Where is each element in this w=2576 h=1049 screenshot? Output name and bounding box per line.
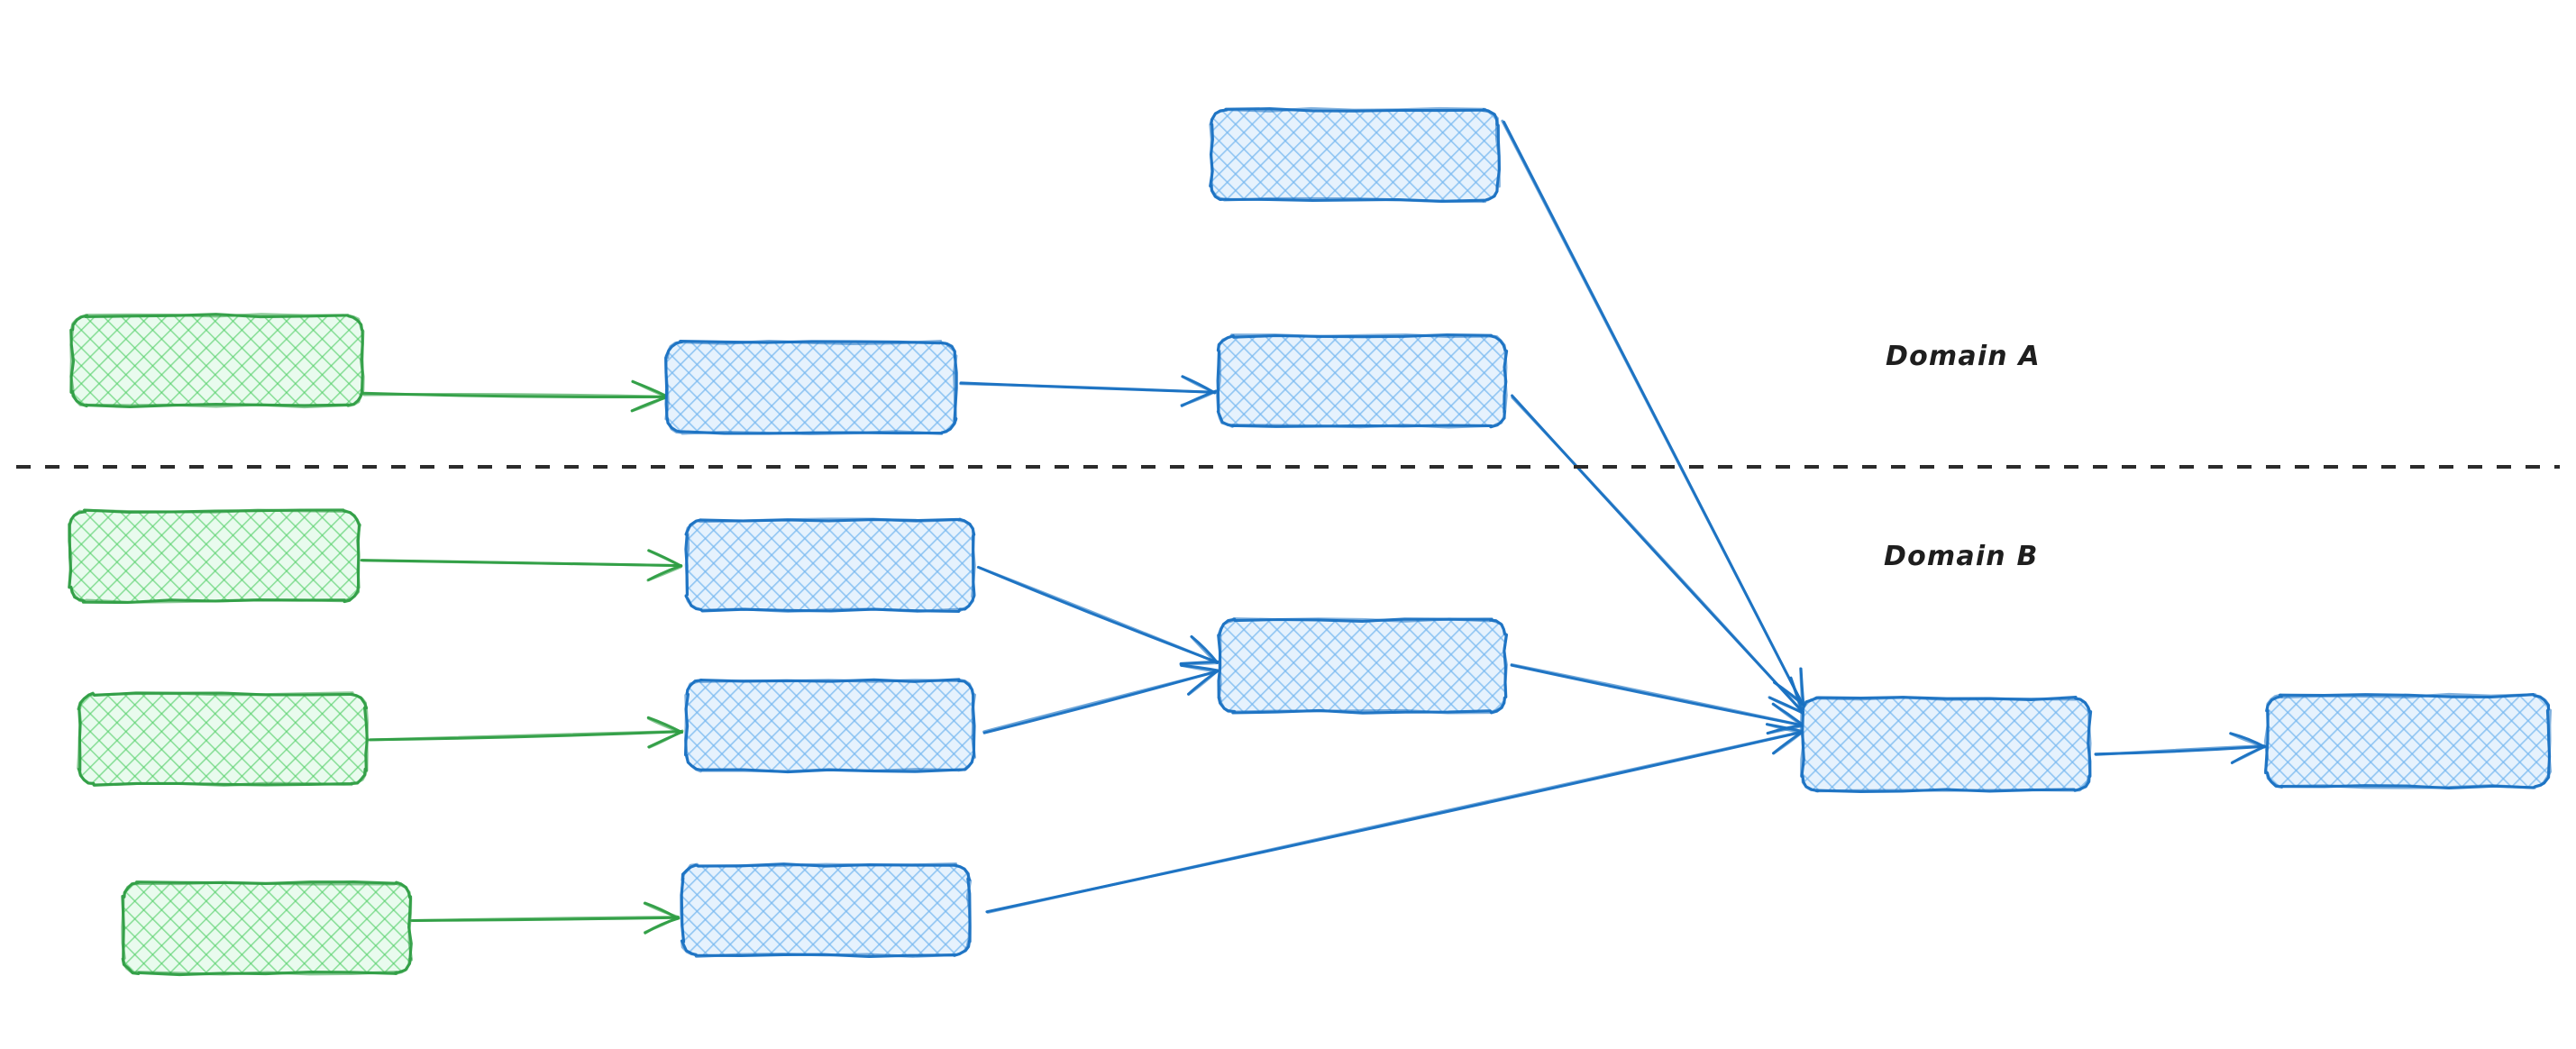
node-b0[interactable] — [1209, 106, 1501, 204]
domain-b-label: Domain B — [1884, 541, 2039, 572]
edge-b6-to-b7 — [1510, 663, 1804, 735]
edge-b0-to-b7 — [1501, 119, 1805, 707]
edge-g1-to-b1 — [361, 379, 668, 413]
node-b5[interactable] — [680, 862, 973, 959]
node-b3[interactable] — [684, 517, 976, 614]
edge-g2-to-b3 — [360, 549, 683, 582]
node-b7[interactable] — [1799, 696, 2093, 793]
edge-b7-to-b8 — [2094, 732, 2267, 764]
node-g1[interactable] — [69, 313, 365, 409]
edge-b2-to-b7 — [1511, 394, 1804, 715]
edge-b5-to-b7 — [985, 723, 1804, 914]
node-b4[interactable] — [683, 678, 977, 774]
node-g2[interactable] — [68, 508, 361, 605]
edge-b1-to-b2 — [959, 375, 1218, 407]
edge-g3-to-b4 — [367, 716, 684, 749]
edge-g4-to-b5 — [410, 901, 681, 935]
node-g3[interactable] — [77, 691, 370, 788]
edges-layer — [360, 119, 2267, 935]
edge-b3-to-b6 — [976, 565, 1219, 666]
nodes-layer — [68, 106, 2553, 977]
domain-a-label: Domain A — [1886, 341, 2041, 372]
node-g4[interactable] — [121, 880, 414, 977]
edge-b4-to-b6 — [982, 663, 1219, 734]
node-b6[interactable] — [1217, 616, 1509, 715]
node-b2[interactable] — [1216, 333, 1509, 429]
node-b8[interactable] — [2263, 692, 2553, 790]
node-b1[interactable] — [663, 339, 958, 435]
